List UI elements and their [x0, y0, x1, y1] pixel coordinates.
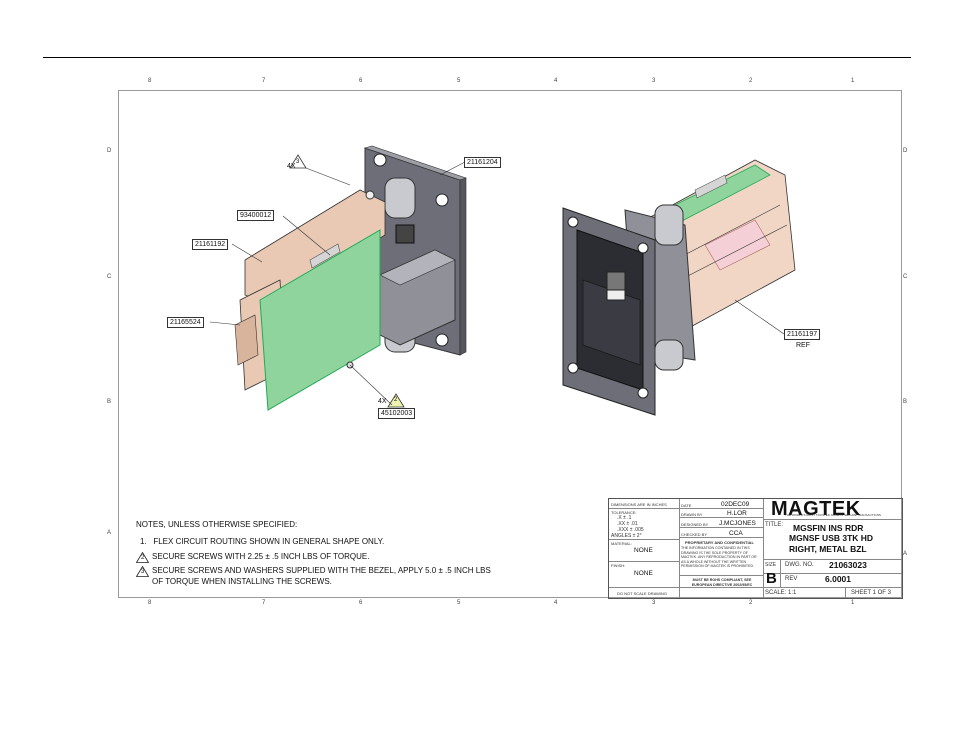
note-1-text: FLEX CIRCUIT ROUTING SHOWN IN GENERAL SH…	[153, 536, 385, 546]
date-label: DATE	[681, 503, 692, 508]
callout-board-part: 93400012	[237, 210, 275, 221]
assembly-left-view	[234, 145, 467, 411]
drawn-value: H.LOR	[727, 510, 747, 517]
zone-col-7-b: 7	[262, 600, 266, 606]
callout-qty-top: 4X	[287, 163, 296, 170]
title-line-3: RIGHT, METAL BZL	[789, 544, 867, 554]
rohs-note: MUST BE ROHS COMPLIANT, SEE EUROPEAN DIR…	[691, 578, 753, 587]
material-label: MATERIAL:	[611, 541, 632, 546]
zone-col-2: 2	[749, 78, 753, 84]
note-2: 2 SECURE SCREWS WITH 2.25 ± .5 INCH LBS …	[136, 551, 491, 563]
tol-2: .XX ± .01	[617, 521, 638, 527]
zone-row-c: C	[107, 274, 112, 280]
zone-row-b-r: B	[903, 399, 908, 405]
material-value: NONE	[634, 547, 653, 554]
note-3-text-line1: SECURE SCREWS AND WASHERS SUPPLIED WITH …	[152, 566, 491, 576]
zone-col-4-b: 4	[554, 600, 558, 606]
zone-col-5: 5	[457, 78, 461, 84]
title-line-1: MGSFIN INS RDR	[793, 523, 864, 533]
zone-col-3: 3	[652, 78, 656, 84]
zone-col-7: 7	[262, 78, 266, 84]
checked-value: CCA	[729, 530, 743, 537]
pcb-board	[259, 229, 381, 411]
rev-value: 6.0001	[825, 574, 851, 584]
callout-side-part: 21165524	[167, 317, 204, 328]
zone-col-1-b: 1	[851, 600, 855, 606]
zone-col-2-b: 2	[749, 600, 753, 606]
zone-row-d: D	[107, 148, 112, 154]
zone-col-3-b: 3	[652, 600, 656, 606]
dwg-no-label: DWG. NO.	[785, 562, 814, 568]
note-2-triangle-icon	[136, 551, 149, 563]
zone-row-c-r: C	[903, 274, 908, 280]
callout-ref-part: 21161197	[784, 329, 821, 340]
zone-row-a: A	[107, 530, 112, 536]
notes-header: NOTES, UNLESS OTHERWISE SPECIFIED:	[136, 520, 298, 529]
zone-col-8-b: 8	[148, 600, 152, 606]
note-1: 1. FLEX CIRCUIT ROUTING SHOWN IN GENERAL…	[136, 537, 491, 548]
finish-label: FINISH:	[611, 563, 626, 568]
assembly-right-view	[562, 159, 796, 416]
note-3-text-line2: OF TORQUE WHEN INSTALLING THE SCREWS.	[152, 577, 332, 587]
callout-qty-bottom: 4X	[378, 398, 387, 405]
note-2-text: SECURE SCREWS WITH 2.25 ± .5 INCH LBS OF…	[152, 551, 370, 561]
title-label: TITLE:	[765, 522, 784, 528]
zone-row-a-r: A	[903, 551, 908, 557]
magtek-logo: MAGTEK	[771, 498, 861, 520]
dwg-no-value: 21063023	[829, 560, 867, 570]
magtek-tagline: THE WORLD'S MOST TRUSTED NAME IN SECURE …	[785, 513, 881, 517]
zone-col-6: 6	[359, 78, 363, 84]
note-3-triangle-icon	[136, 566, 149, 578]
frame	[244, 189, 386, 306]
header-rule	[43, 57, 911, 58]
zone-row-b: B	[107, 399, 112, 405]
proprietary-text: THE INFORMATION CONTAINED IN THIS DRAWIN…	[681, 546, 757, 568]
dims-label: DIMENSIONS ARE IN INCHES	[611, 502, 667, 507]
tol-3: .XXX ± .005	[617, 527, 644, 533]
zone-col-1: 1	[851, 78, 855, 84]
zone-col-4: 4	[554, 78, 558, 84]
note-3: 3 SECURE SCREWS AND WASHERS SUPPLIED WIT…	[136, 566, 491, 588]
date-value: 02DEC09	[721, 501, 750, 508]
angles: ANGLES ± 2°	[611, 533, 642, 539]
zone-col-5-b: 5	[457, 600, 461, 606]
size-label: SIZE	[765, 562, 777, 568]
proprietary-label: PROPRIETARY AND CONFIDENTIAL	[685, 540, 754, 545]
title-line-2: MGNSF USB 3TK HD	[789, 533, 874, 543]
drawing-sheet	[118, 90, 902, 598]
note3-triangle-top	[289, 154, 307, 169]
zone-col-8: 8	[148, 78, 152, 84]
callout-frame-part: 21161192	[192, 239, 229, 250]
scale: SCALE: 1:1	[765, 590, 797, 596]
finish-value: NONE	[634, 570, 653, 577]
note-1-number: 1.	[140, 536, 147, 546]
callout-bezel-part: 21161204	[464, 157, 501, 168]
checked-label: CHECKED BY	[681, 532, 708, 537]
callout-note-bottom: 2	[394, 397, 398, 403]
note-2-number: 2	[141, 554, 145, 561]
callout-note-top: 3	[296, 159, 300, 165]
callout-ref-label: REF	[796, 342, 810, 349]
zone-row-d-r: D	[903, 148, 908, 154]
note-3-number: 3	[141, 569, 145, 576]
tolerance-label: TOLERANCE:	[611, 510, 637, 515]
zone-col-6-b: 6	[359, 600, 363, 606]
sheet-number: SHEET 1 OF 3	[851, 590, 891, 596]
designed-label: DESIGNED BY	[681, 522, 709, 527]
title-block: DIMENSIONS ARE IN INCHES TOLERANCE: .X ±…	[608, 498, 903, 599]
drawing-notes: NOTES, UNLESS OTHERWISE SPECIFIED: 1. FL…	[136, 520, 491, 588]
designed-value: J.MCJONES	[719, 520, 756, 527]
rev-label: REV	[785, 576, 798, 582]
size-value: B	[766, 570, 777, 587]
callout-screw-part: 45102003	[378, 408, 416, 419]
drawn-label: DRAWN BY	[681, 512, 703, 517]
do-not-scale: DO NOT SCALE DRAWING	[617, 591, 668, 596]
note2-triangle-bottom	[387, 393, 405, 408]
tol-1: .X ± .1	[617, 515, 632, 521]
